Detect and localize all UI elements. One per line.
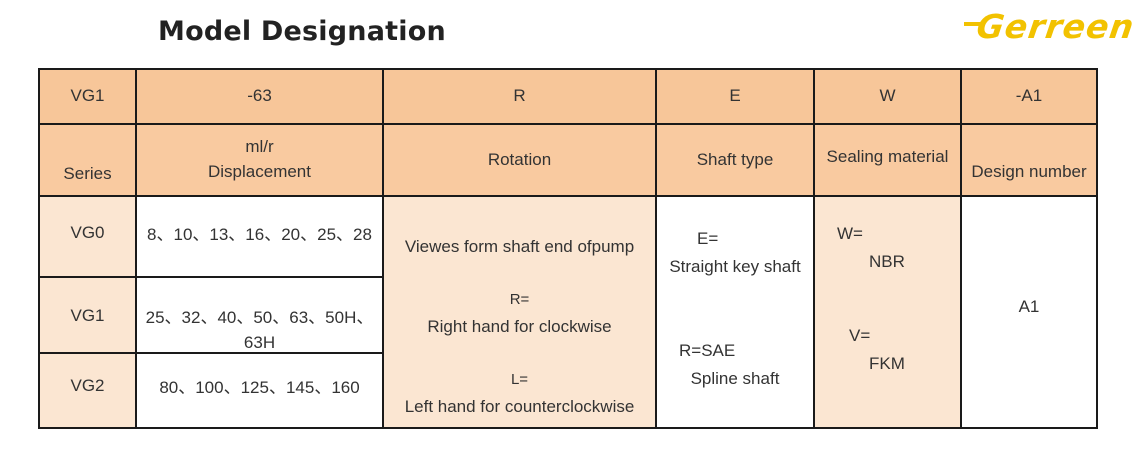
code-sealing: W (813, 68, 962, 125)
displacement-vg0: 8、10、13、16、20、25、28 (135, 195, 384, 278)
shaft-r-text: Spline shaft (690, 369, 780, 388)
code-shaft: E (655, 68, 815, 125)
series-vg2: VG2 (38, 352, 137, 429)
rotation-r-text: Right hand for clockwise (427, 317, 612, 336)
series-vg1: VG1 (38, 276, 137, 354)
shaft-e-text: Straight key shaft (669, 257, 801, 276)
brand-logo: Gerreen (964, 6, 1137, 46)
sealing-v-code: V= (849, 326, 871, 345)
sealing-w-text: NBR (869, 252, 905, 271)
label-sealing-material: Sealing material (813, 123, 962, 197)
rotation-r-code: R= (509, 291, 530, 308)
code-displacement: -63 (135, 68, 384, 125)
sealing-v-text: FKM (869, 354, 905, 373)
shaft-e-code: E= (697, 229, 719, 248)
shaft-r-code: R=SAE (679, 341, 736, 360)
sealing-w-code: W= (837, 224, 863, 243)
displacement-label: Displacement (208, 162, 311, 181)
label-series: Series (38, 123, 137, 197)
page-title: Model Designation (158, 16, 446, 47)
displacement-vg1: 25、32、40、50、63、50H、63H (135, 276, 384, 354)
label-displacement-cell: ml/r Displacement (135, 123, 384, 197)
code-series: VG1 (38, 68, 137, 125)
label-shaft-type: Shaft type (655, 123, 815, 197)
label-design-number: Design number (960, 123, 1098, 197)
shaft-type-cell: E= Straight key shaft R=SAE Spline shaft (655, 195, 815, 429)
logo-bar-icon (964, 22, 981, 26)
displacement-vg2: 80、100、125、145、160 (135, 352, 384, 429)
rotation-cell: Viewes form shaft end ofpump R= Right ha… (382, 195, 657, 429)
label-rotation: Rotation (382, 123, 657, 197)
code-rotation: R (382, 68, 657, 125)
displacement-unit: ml/r (245, 137, 274, 157)
series-vg0: VG0 (38, 195, 137, 278)
code-design: -A1 (960, 68, 1098, 125)
rotation-l-text: Left hand for counterclockwise (404, 397, 635, 416)
rotation-l-code: L= (510, 371, 529, 388)
rotation-note: Viewes form shaft end ofpump (404, 237, 635, 256)
design-number-value: A1 (960, 195, 1098, 429)
sealing-cell: W= NBR V= FKM (813, 195, 962, 429)
